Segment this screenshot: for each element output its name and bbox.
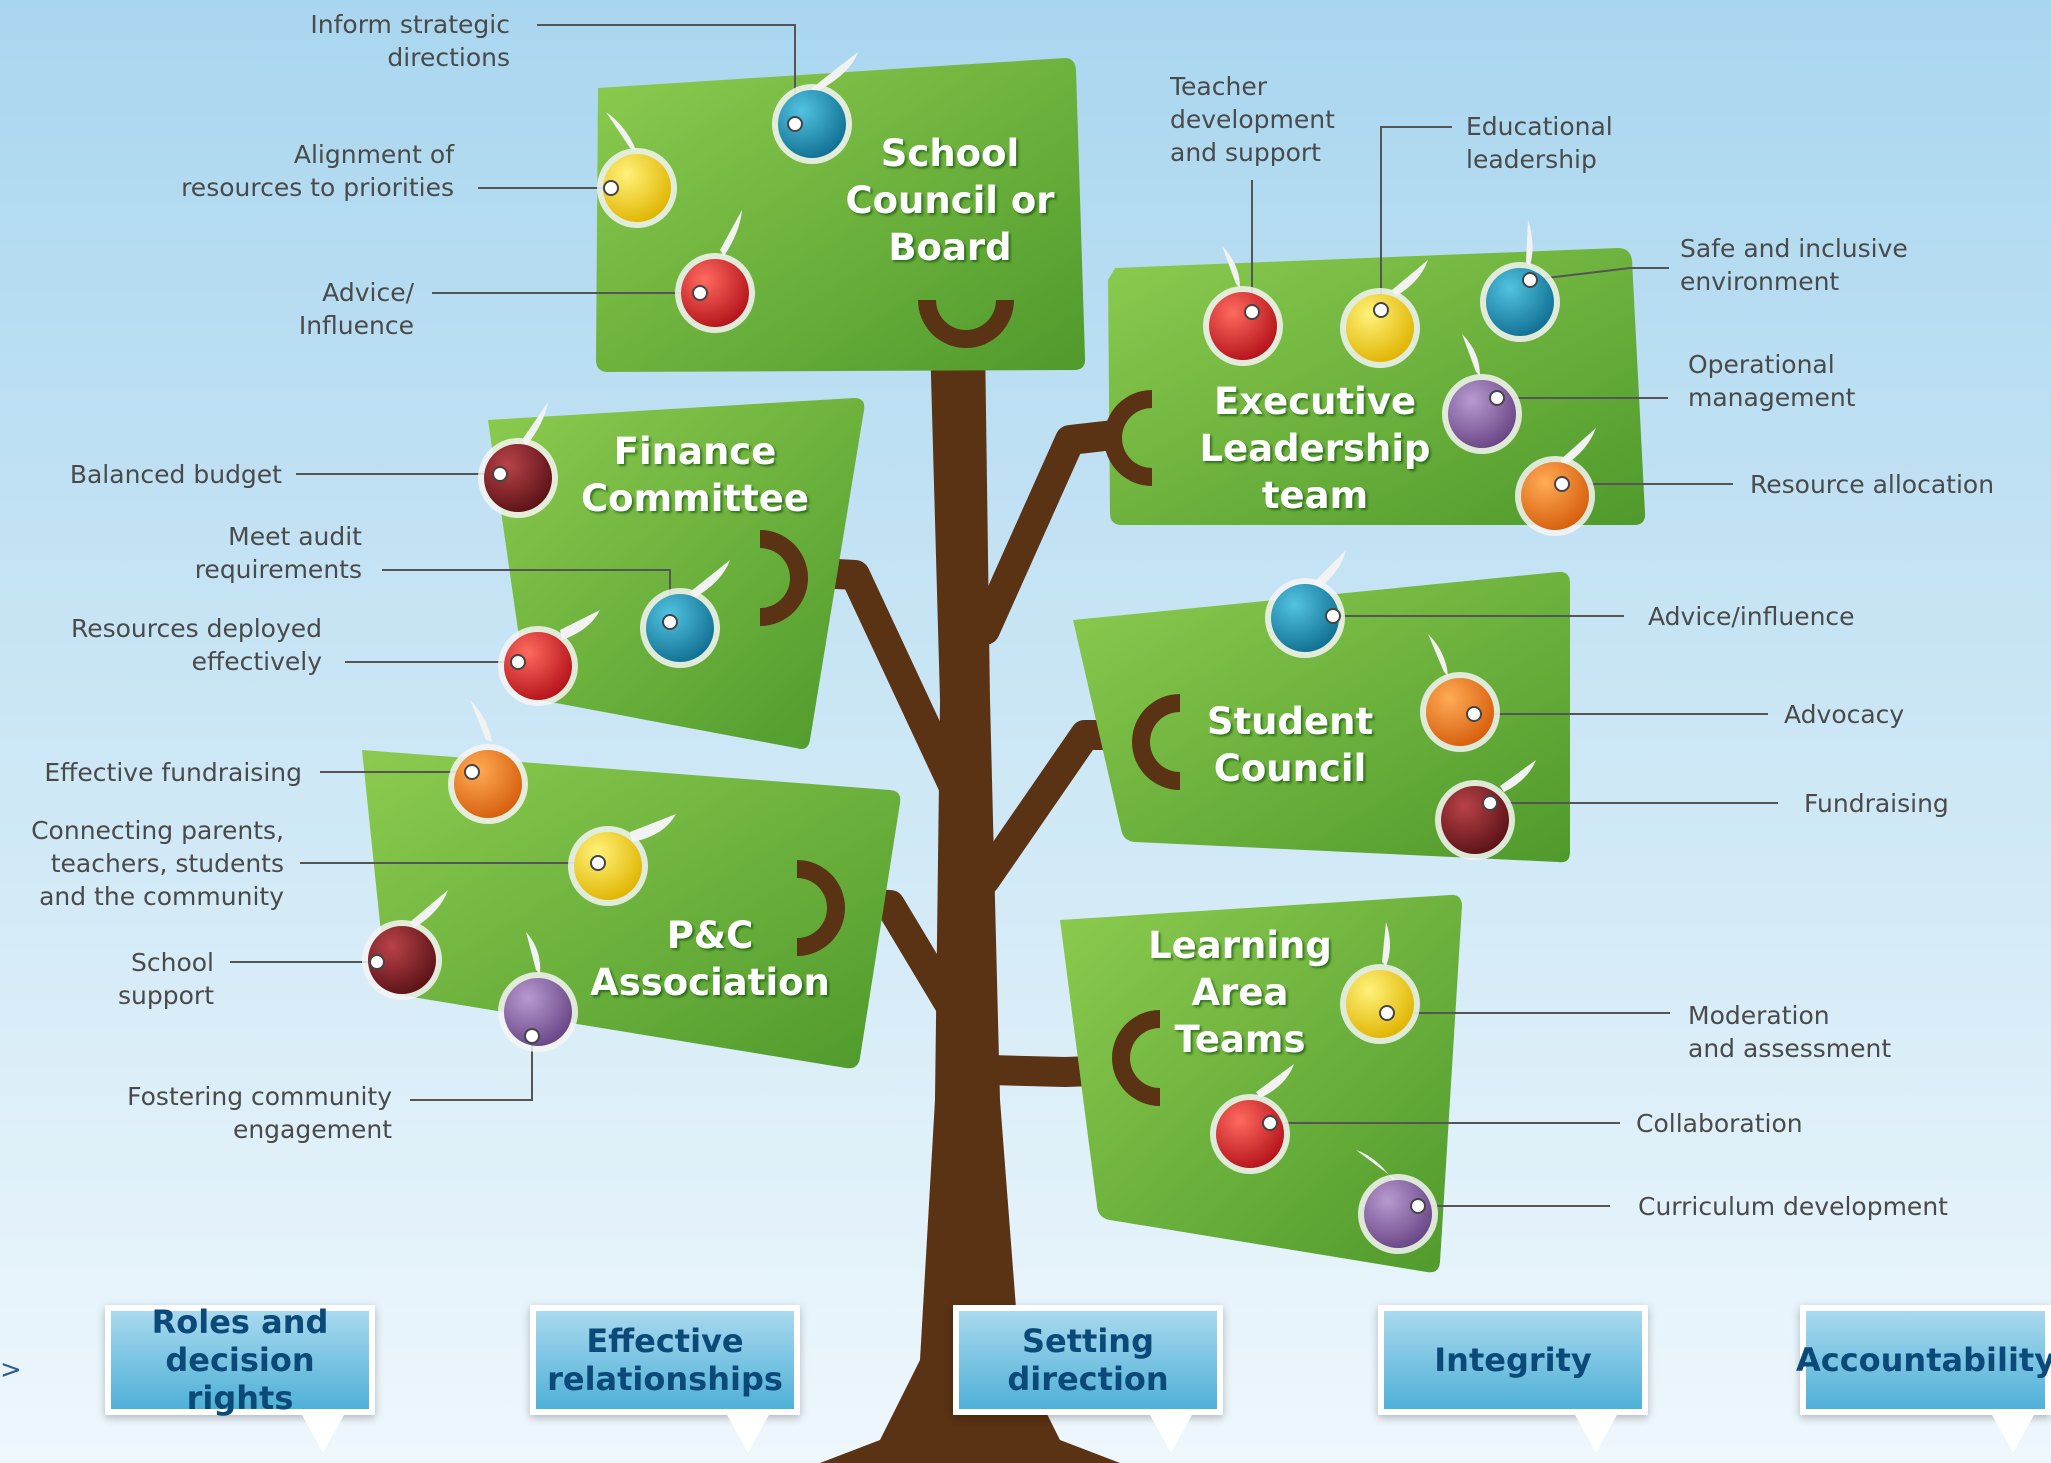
callout-tail [726, 1413, 770, 1453]
value-setting-direction: Setting direction [953, 1305, 1223, 1453]
callout-tail [1574, 1413, 1618, 1453]
label-effective-fundraising: Effective fundraising [44, 758, 302, 787]
apple-icon [772, 52, 858, 164]
apple-icon [1435, 760, 1536, 860]
apple-icon [1420, 634, 1500, 752]
label-inform-strategic: Inform strategic directions [310, 10, 510, 72]
apple-icon [1340, 260, 1428, 368]
finance-committee-title: Finance Committee [581, 430, 809, 520]
apple-icon [1356, 1150, 1438, 1254]
label-teacher-development: Teacher development and support [1170, 72, 1335, 167]
label-safe-inclusive: Safe and inclusive environment [1680, 234, 1908, 296]
value-roles-decision-rights: Roles and decision rights [105, 1303, 375, 1453]
callout-tail [301, 1413, 345, 1453]
apple-icon [675, 210, 755, 333]
apple-icon [1515, 428, 1596, 536]
apple-icon [498, 932, 578, 1052]
apple-icon [478, 402, 558, 518]
value-label: Setting direction [1007, 1322, 1169, 1398]
value-label: Effective relationships [547, 1322, 783, 1398]
label-connecting: Connecting parents, teachers, students a… [31, 816, 284, 911]
panel-pc-association [362, 750, 901, 1069]
apple-icon [568, 814, 676, 906]
label-balanced-budget: Balanced budget [69, 460, 282, 489]
apple-icon [1480, 220, 1560, 342]
value-effective-relationships: Effective relationships [530, 1305, 800, 1453]
value-label: Roles and decision rights [151, 1303, 329, 1417]
apple-icon [448, 700, 528, 824]
value-accountability: Accountability [1796, 1305, 2051, 1453]
label-advice-influence-student: Advice/influence [1648, 602, 1855, 631]
apple-icon [597, 112, 677, 228]
label-meet-audit: Meet audit requirements [194, 522, 362, 584]
label-alignment: Alignment of resources to priorities [181, 140, 454, 202]
apple-icon [1203, 246, 1283, 366]
school-council-title: School Council or Board [845, 132, 1055, 269]
apple-icon [1442, 334, 1522, 454]
leader-lines [230, 24, 1778, 1207]
apple-icon [1210, 1064, 1294, 1174]
apple-icon [1265, 550, 1346, 658]
apple-icon [498, 610, 600, 706]
label-advocacy: Advocacy [1784, 700, 1905, 729]
apple-icon [640, 560, 730, 668]
label-curriculum-development: Curriculum development [1638, 1192, 1948, 1221]
learning-area-teams-title: Learning Area Teams [1148, 924, 1332, 1061]
panel-student-council [1073, 571, 1570, 863]
value-integrity: Integrity [1378, 1305, 1648, 1453]
apple-icon [1340, 922, 1420, 1044]
nav-arrow-icon[interactable]: > [0, 1355, 22, 1385]
branch-sockets [760, 300, 1180, 1106]
label-fostering: Fostering community engagement [127, 1082, 392, 1144]
label-advice-influence-board: Advice/ Influence [298, 278, 414, 340]
student-council-title: Student Council [1206, 700, 1374, 790]
label-collaboration: Collaboration [1636, 1109, 1803, 1138]
callout-tail [1991, 1413, 2035, 1453]
value-label: Integrity [1434, 1341, 1592, 1379]
callout-tail [1149, 1413, 1193, 1453]
executive-leadership-title: Executive Leadership team [1199, 380, 1431, 517]
label-moderation: Moderation and assessment [1688, 1001, 1892, 1063]
value-label: Accountability [1795, 1341, 2051, 1379]
pc-association-title: P&C Association [590, 914, 830, 1004]
apple-icon [362, 890, 448, 1000]
tree-trunk [820, 340, 1120, 1463]
label-operational-management: Operational management [1688, 350, 1856, 412]
label-fundraising: Fundraising [1804, 789, 1949, 818]
label-resources-deployed: Resources deployed effectively [70, 614, 322, 676]
panel-finance-committee [488, 398, 865, 749]
label-resource-allocation: Resource allocation [1750, 470, 1995, 499]
label-educational-leadership: Educational leadership [1466, 112, 1613, 174]
label-school-support: School support [118, 948, 214, 1010]
